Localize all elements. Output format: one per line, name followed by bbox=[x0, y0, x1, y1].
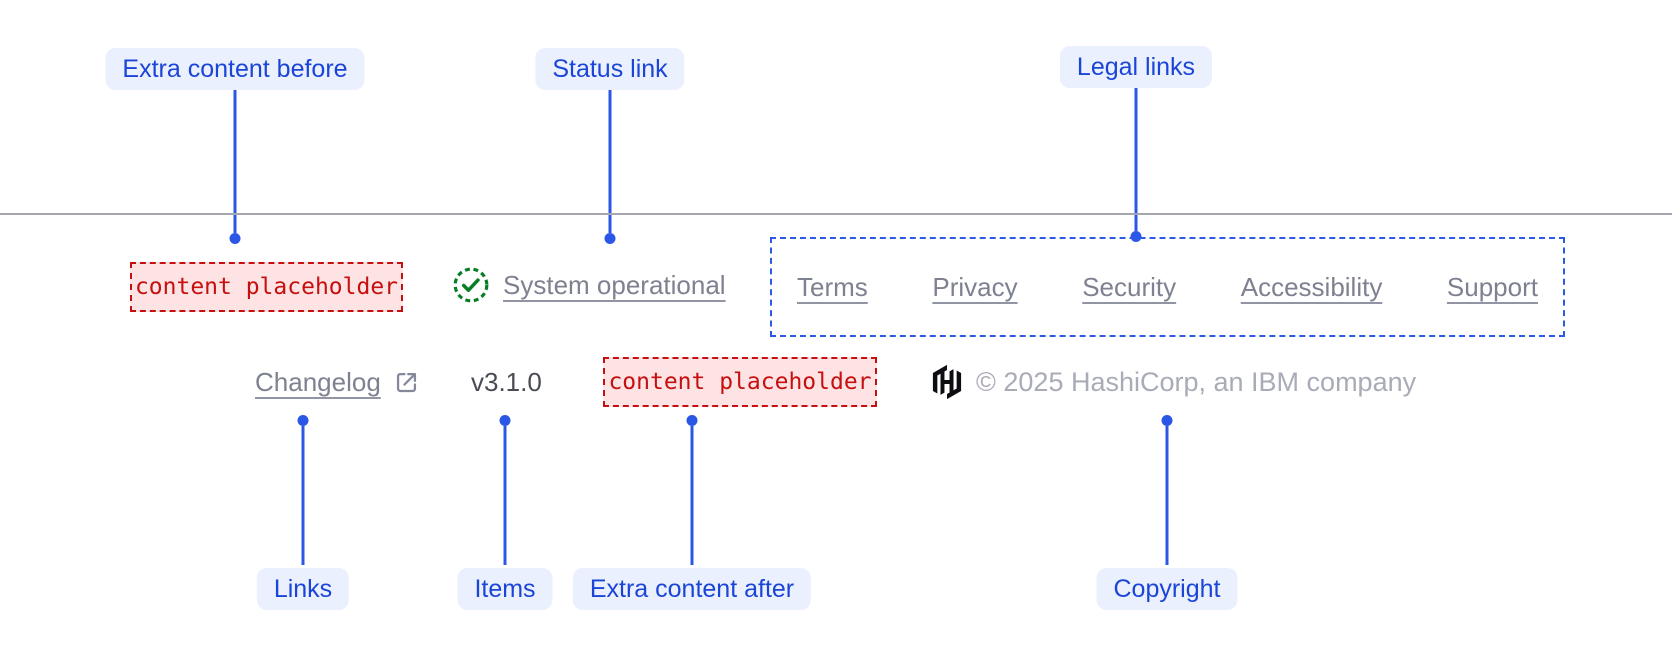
legal-link-security[interactable]: Security bbox=[1082, 271, 1177, 302]
callout-items: Items bbox=[457, 568, 553, 610]
callout-line bbox=[503, 426, 507, 565]
callout-line bbox=[1165, 426, 1169, 565]
callout-status-link: Status link bbox=[535, 48, 685, 90]
footer-divider bbox=[0, 213, 1672, 215]
placeholder-label: content placeholder bbox=[608, 369, 872, 395]
version-label: v3.1.0 bbox=[471, 366, 542, 397]
changelog-link[interactable]: Changelog bbox=[255, 366, 381, 397]
callout-dot bbox=[604, 233, 616, 244]
callout-dot bbox=[1130, 231, 1142, 242]
legal-link-accessibility[interactable]: Accessibility bbox=[1240, 271, 1383, 302]
callout-dot bbox=[686, 415, 698, 426]
callout-extra-content-after: Extra content after bbox=[572, 568, 812, 610]
copyright-label: © 2025 HashiCorp, an IBM company bbox=[976, 366, 1417, 397]
version-item: v3.1.0 bbox=[471, 360, 542, 404]
changelog-link-group[interactable]: Changelog bbox=[255, 360, 420, 404]
legal-link-support[interactable]: Support bbox=[1446, 271, 1538, 302]
placeholder-label: content placeholder bbox=[134, 274, 399, 300]
status-link-group[interactable]: System operational bbox=[452, 262, 726, 308]
callout-dot bbox=[1161, 415, 1173, 426]
legal-link-privacy[interactable]: Privacy bbox=[932, 271, 1018, 302]
callout-dot bbox=[499, 415, 511, 426]
hashicorp-logo-icon bbox=[928, 363, 966, 401]
callout-copyright: Copyright bbox=[1096, 568, 1238, 610]
external-link-icon bbox=[393, 369, 420, 396]
legal-links-container: Terms Privacy Security Accessibility Sup… bbox=[770, 237, 1565, 337]
callout-line bbox=[690, 426, 694, 565]
callout-links: Links bbox=[256, 568, 350, 610]
callout-extra-content-before: Extra content before bbox=[105, 48, 365, 90]
check-circle-icon bbox=[452, 266, 490, 304]
extra-content-before-placeholder: content placeholder bbox=[130, 262, 403, 312]
extra-content-after-placeholder: content placeholder bbox=[603, 357, 877, 407]
callout-line bbox=[608, 90, 612, 233]
callout-line bbox=[233, 90, 237, 233]
callout-dot bbox=[229, 233, 241, 244]
callout-line bbox=[301, 426, 305, 565]
status-link[interactable]: System operational bbox=[503, 269, 726, 300]
legal-link-terms[interactable]: Terms bbox=[797, 271, 868, 302]
callout-legal-links: Legal links bbox=[1059, 46, 1213, 88]
callout-line bbox=[1134, 88, 1138, 231]
callout-dot bbox=[297, 415, 309, 426]
copyright-notice: © 2025 HashiCorp, an IBM company bbox=[976, 360, 1416, 404]
